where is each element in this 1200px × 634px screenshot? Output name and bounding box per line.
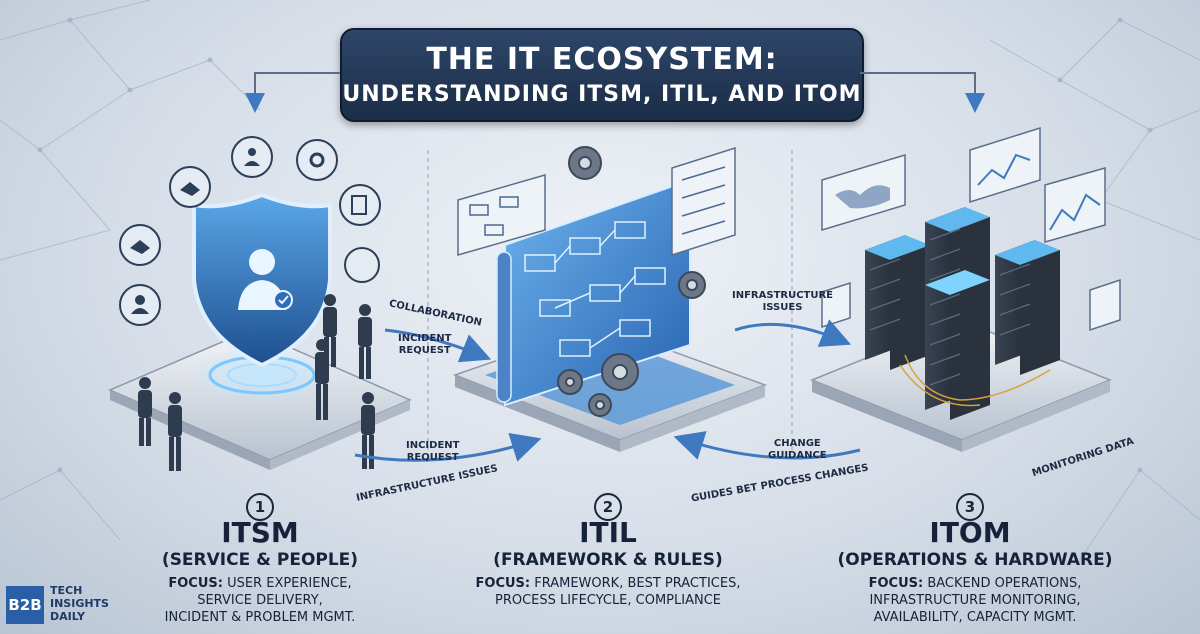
section-focus-itom: FOCUS: BACKEND OPERATIONS, INFRASTRUCTUR… [830,575,1120,626]
flow-label-request-bottom: REQUEST [406,452,459,463]
section-title-itil: ITIL [579,516,637,549]
flow-label-incident-bottom: INCIDENT [406,440,460,451]
arrow-itsm-to-itil-bottom [354,433,542,462]
chart-panel-1 [969,126,1041,204]
itsm-people [138,294,375,471]
section-subtitle-itsm: (SERVICE & PEOPLE) [161,550,359,570]
person-3 [323,294,337,367]
logo-text: TECH INSIGHTS DAILY [50,584,109,623]
gear-icon-small [344,247,380,283]
server-racks [865,207,1060,420]
arrow-itsm-to-itil-top [384,328,492,363]
logo-badge: B2B [6,586,44,624]
title-box: THE IT ECOSYSTEM: UNDERSTANDING ITSM, IT… [340,28,864,122]
users-icon [231,136,273,178]
person-5 [315,339,329,420]
itom-dashboards [821,126,1121,332]
logo-line-1: TECH [50,584,83,597]
section-number-1: 1 [246,493,274,521]
document-icon [339,184,381,226]
flow-label-infrastructure-issues-top: INFRASTRUCTURE ISSUES [732,290,833,314]
itsm-orbit-icons [119,136,381,326]
gear-icon [296,139,338,181]
flow-label-issues-top: ISSUES [762,302,803,313]
server-rack-1 [865,235,930,370]
title-line-1: THE IT ECOSYSTEM: [426,42,778,77]
focus-line-itsm-3: INCIDENT & PROBLEM MGMT. [164,610,356,625]
section-number-3: 3 [956,493,984,521]
focus-label-itom: FOCUS: [868,576,924,591]
person-4 [358,304,372,379]
section-title-itom: ITOM [929,516,1011,549]
focus-line-itsm-2: SERVICE DELIVERY, [197,593,323,608]
brand-logo: B2B TECH INSIGHTS DAILY [6,582,146,628]
focus-line-itil-1: FRAMEWORK, BEST PRACTICES, [534,576,741,591]
title-arrow-left [245,72,340,113]
chart-panel-2 [1044,167,1106,243]
section-subtitle-itom: (OPERATIONS & HARDWARE) [837,550,1113,570]
blueprint-board [496,178,691,407]
focus-line-itil-2: PROCESS LIFECYCLE, COMPLIANCE [494,593,722,608]
server-rack-3 [995,240,1060,375]
arrow-itil-to-itom-top [734,319,852,347]
itsm-orbit-glyphs [130,148,367,314]
focus-line-itsm-1: USER EXPERIENCE, [227,576,352,591]
section-number-2: 2 [594,493,622,521]
person-6 [361,392,375,469]
itil-gears [557,146,706,417]
focus-line-itom-2: INFRASTRUCTURE MONITORING, [869,593,1081,608]
title-line-2: UNDERSTANDING ITSM, ITIL, AND ITOM [342,82,862,107]
focus-line-itom-3: AVAILABILITY, CAPACITY MGMT. [873,610,1077,625]
person-1 [138,377,152,446]
focus-label-itil: FOCUS: [475,576,531,591]
flow-label-request-top: REQUEST [398,345,451,356]
shield-icon [192,192,332,368]
title-arrow-right [860,72,985,113]
section-title-itsm: ITSM [221,516,299,549]
person-2 [168,392,182,471]
itil-floating-panels [457,146,736,257]
logo-line-2: INSIGHTS [50,597,109,610]
focus-label-itsm: FOCUS: [168,576,223,591]
flow-label-change: CHANGE [773,438,821,449]
flow-label-incident-request-top: INCIDENT REQUEST [398,333,451,357]
flow-label-incident-top: INCIDENT [398,333,452,344]
chart-panel-4 [821,281,851,329]
section-subtitle-itil: (FRAMEWORK & RULES) [493,550,723,570]
section-focus-itil: FOCUS: FRAMEWORK, BEST PRACTICES, PROCES… [460,575,756,609]
arrow-itom-to-itil-bottom [673,431,861,460]
flow-label-guidance: GUIDANCE [768,450,827,461]
flow-label-infrastructure-top: INFRASTRUCTURE [732,290,834,301]
flow-label-incident-request-bottom: INCIDENT REQUEST [406,440,459,464]
focus-line-itom-1: BACKEND OPERATIONS, [927,576,1082,591]
section-focus-itsm: FOCUS: USER EXPERIENCE, SERVICE DELIVERY… [140,575,380,626]
chart-panel-3 [1089,278,1121,332]
flow-label-change-guidance: CHANGE GUIDANCE [768,438,827,462]
logo-line-3: DAILY [50,610,85,623]
